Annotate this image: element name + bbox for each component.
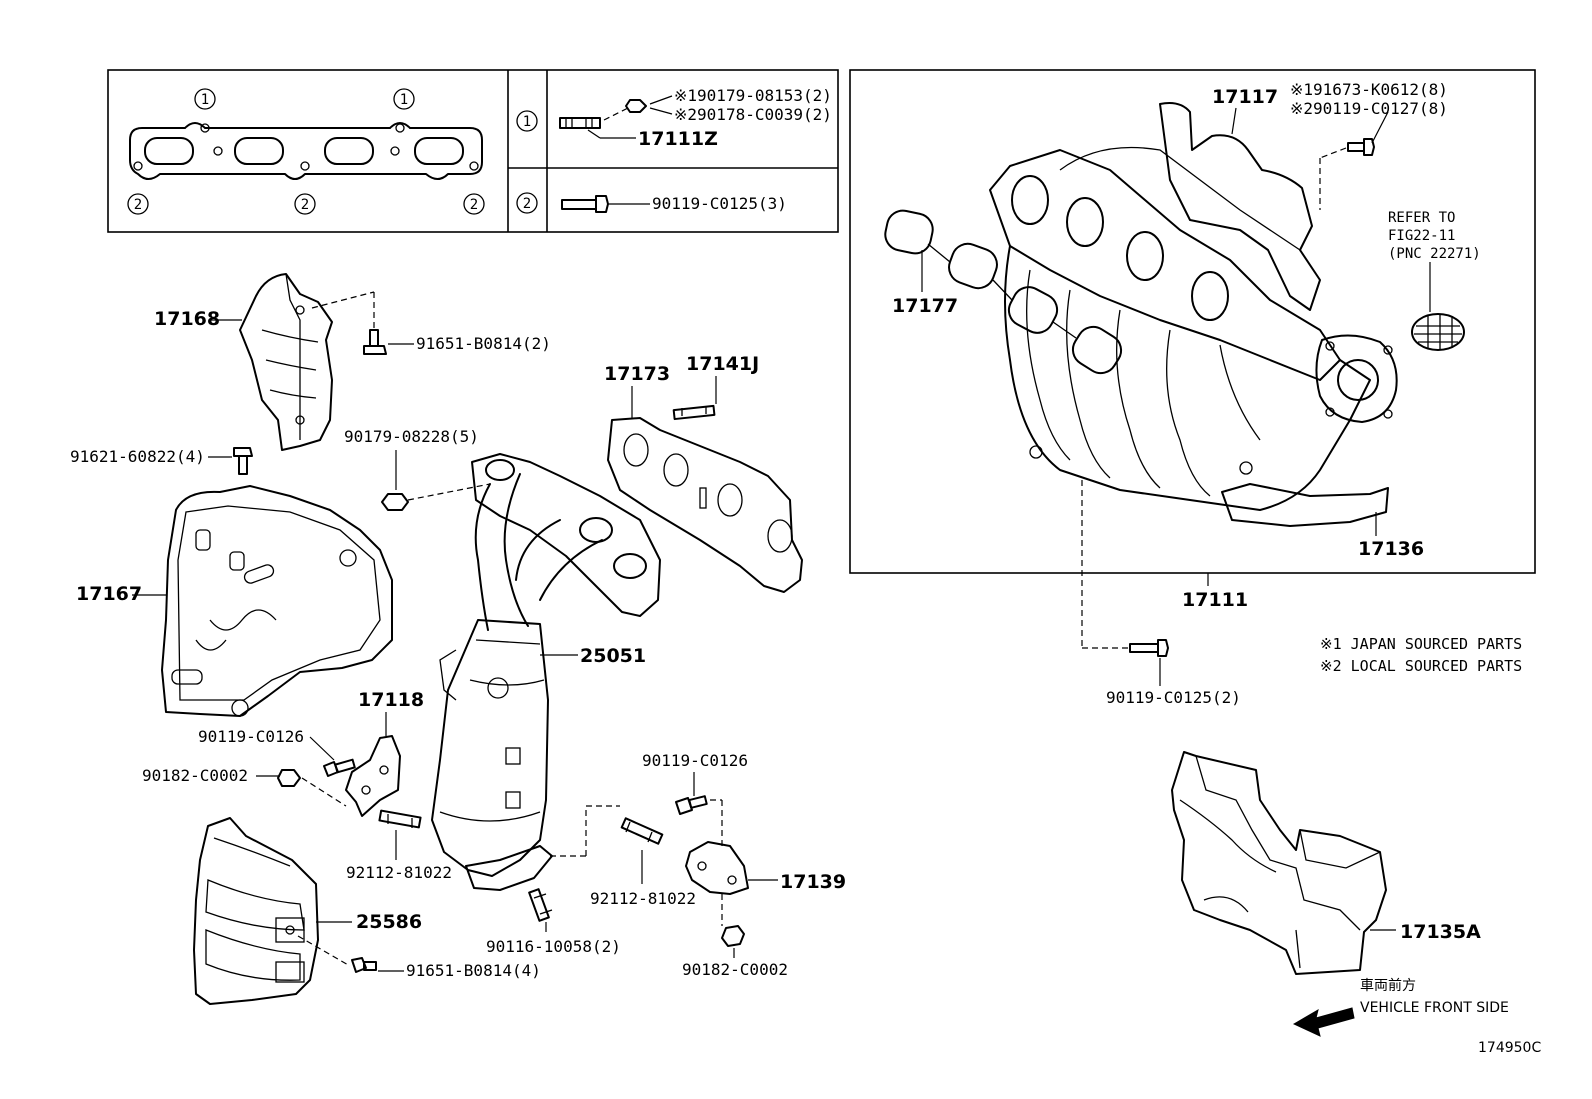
legend-row1-circle: 1 [523,114,531,130]
bolt-drawing [351,957,377,973]
stud-bolt-drawing [559,117,601,129]
bolt-drawing [675,795,708,815]
part-label-25051: 25051 [580,645,646,667]
part-label-25586: 25586 [356,911,422,933]
stud-part-number-90116-10058-2: 90116-10058(2) [486,937,621,956]
bolt-part-number-91651-b0814-4: 91651-B0814(4) [406,961,541,980]
nut-drawing [625,99,647,113]
bolt-drawing [323,758,356,777]
intake-manifold-box: 17117 ※191673-K0612(8) ※290119-C0127(8) … [849,69,1536,574]
part-label-17139: 17139 [780,871,846,893]
heat-insulator-17135a [1171,751,1387,975]
front-arrow-icon [1292,1007,1355,1037]
legend-row2-circle: 2 [523,196,531,212]
bolt-part-number-90119-c0126-right: 90119-C0126 [642,751,748,770]
svg-text:2: 2 [301,197,309,213]
nut-part-number-90182-c0002-right: 90182-C0002 [682,960,788,979]
nut-part-number-90179-08228-5: 90179-08228(5) [344,427,479,446]
nut-part-number-local: ※290178-C0039(2) [674,105,832,124]
bolt-part-number-91651-b0814-2: 91651-B0814(2) [416,334,551,353]
vehicle-front-label-jp: 車両前方 [1360,977,1416,994]
intake-manifold-17111 [989,146,1398,511]
vehicle-front-label-en: VEHICLE FRONT SIDE [1360,1000,1509,1016]
bolt-part-number-90119-c0126-left: 90119-C0126 [198,727,304,746]
svg-text:1: 1 [400,92,408,108]
part-label-17173: 17173 [604,363,670,385]
heat-insulator-17167 [161,485,393,717]
nut-drawing [381,493,409,511]
stud-part-number-92112-81022-left: 92112-81022 [346,863,452,882]
svg-text:2: 2 [470,197,478,213]
bolt-drawing [363,329,387,355]
exhaust-manifold-converter-25051 [431,453,661,891]
heat-insulator-bracket-17168 [239,273,333,451]
manifold-bracket-17117 [1159,102,1321,311]
exhaust-gasket-17173 [607,417,803,593]
heat-insulator-25586 [193,817,319,1005]
gasket-position-mark: 1 [393,88,415,110]
bolt-part-number-90119-c0125-2: 90119-C0125(2) [1106,688,1241,707]
exhaust-gasket-drawing [129,122,483,180]
refer-note-line2: FIG22-11 [1388,228,1455,244]
bolt-part-number-91621-60822-4: 91621-60822(4) [70,447,205,466]
stud-drawing [620,817,664,845]
part-label-17141j: 17141J [686,353,759,375]
bolt-drawing [233,447,253,475]
note-local-sourced: ※2 LOCAL SOURCED PARTS [1320,657,1522,675]
bolt-part-number-japan: ※191673-K0612(8) [1290,80,1448,99]
figure-id: 174950C [1478,1040,1541,1056]
part-label-17135a: 17135A [1400,921,1481,943]
stud-drawing [378,809,422,829]
stud-drawing [672,404,716,421]
gasket-legend-box: 1 1 2 2 2 1 [107,69,839,233]
bolt-drawing [1129,639,1169,657]
bolt-part-number-local: ※290119-C0127(8) [1290,99,1448,118]
stud-drawing [528,888,553,922]
bolt-drawing [1347,138,1375,156]
nut-drawing [277,769,301,787]
gasket-position-mark: 2 [127,193,149,215]
throttle-gasket-mesh [1411,313,1465,351]
svg-text:1: 1 [201,92,209,108]
nut-drawing [721,925,745,947]
part-label-17168: 17168 [154,308,220,330]
bolt-drawing [561,195,609,213]
manifold-stay-17118 [345,735,401,817]
part-label-17117: 17117 [1212,86,1278,108]
gasket-position-mark: 2 [294,193,316,215]
note-japan-sourced: ※1 JAPAN SOURCED PARTS [1320,635,1522,653]
part-label-17136: 17136 [1358,538,1424,560]
svg-text:2: 2 [134,197,142,213]
gasket-position-mark: 1 [194,88,216,110]
refer-note-line3: (PNC 22271) [1388,246,1481,262]
manifold-bracket-17136 [1221,483,1389,527]
nut-part-number-japan: ※190179-08153(2) [674,86,832,105]
bolt-part-number: 90119-C0125(3) [652,194,787,213]
intake-gasket-17177 [884,209,1123,375]
nut-part-number-90182-c0002-left: 90182-C0002 [142,766,248,785]
part-label-17177: 17177 [892,295,958,317]
refer-note-line1: REFER TO [1388,210,1455,226]
bracket-17139 [685,841,749,895]
part-label-17167: 17167 [76,583,142,605]
part-label-17118: 17118 [358,689,424,711]
stud-part-number: 17111Z [638,128,718,150]
part-label-17111: 17111 [1182,589,1248,611]
stud-part-number-92112-81022-right: 92112-81022 [590,889,696,908]
gasket-position-mark: 2 [463,193,485,215]
